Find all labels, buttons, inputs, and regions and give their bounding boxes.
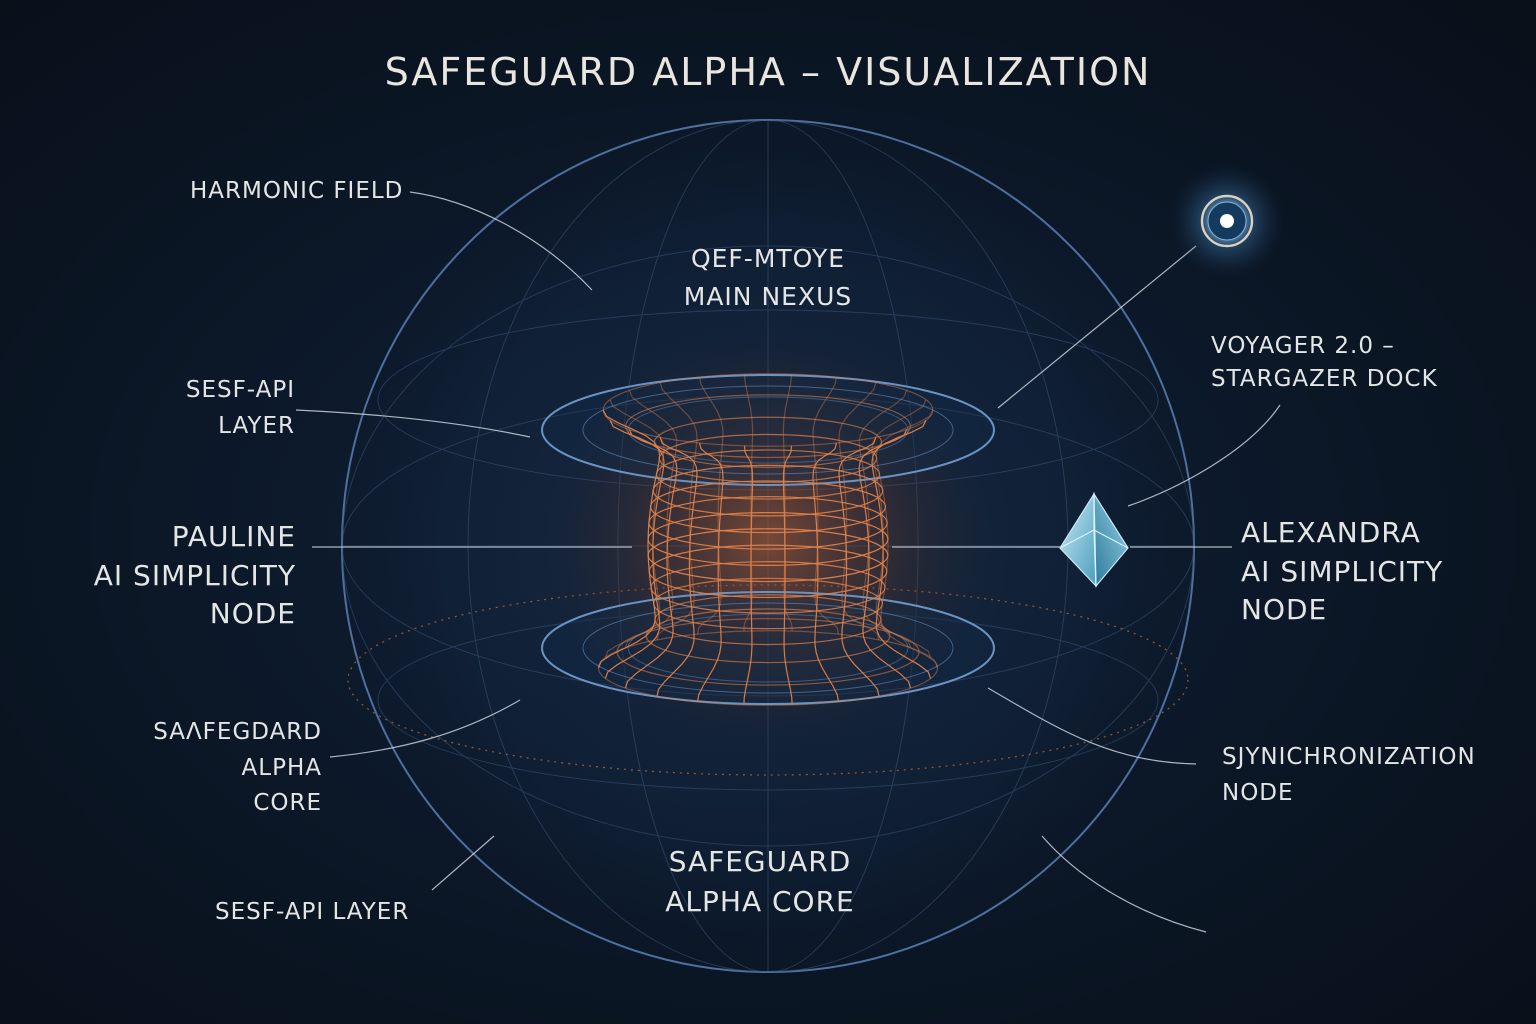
leader-lower-right: [1041, 835, 1207, 933]
upper-api-disc: [541, 374, 995, 486]
leader-beacon: [997, 245, 1197, 409]
core-meridian: [858, 390, 912, 648]
label-sesf-api-layer-upper: SESF-API LAYER: [185, 377, 295, 439]
label-sesf-api-layer-lower: SESF-API LAYER: [215, 899, 410, 925]
leader-harmonic-field: [409, 191, 593, 291]
label-harmonic-field: HARMONIC FIELD: [190, 178, 404, 204]
core-meridian: [875, 409, 939, 669]
core-meridian: [743, 374, 754, 632]
core-meridian: [782, 374, 793, 632]
label-alexandra-node: ALEXANDRA AI SIMPLICITY NODE: [1241, 516, 1444, 627]
voyager-beacon-icon: [1169, 163, 1285, 279]
core-meridian: [838, 382, 880, 640]
core-meridian: [656, 437, 698, 697]
core-meridian: [871, 399, 932, 658]
core-meridian: [812, 376, 839, 635]
core-meridian: [812, 442, 839, 702]
core-meridian: [624, 429, 678, 689]
label-safegard-alpha-core-left: SAΛFEGDARD ALPHA CORE: [153, 719, 322, 817]
label-main-nexus: QEF-MTOYE MAIN NEXUS: [683, 244, 853, 311]
label-synchronization-node: SJYNICHRONIZATION NODE: [1222, 744, 1476, 806]
core-meridian: [697, 376, 724, 635]
core-meridian: [871, 419, 932, 679]
label-safeguard-alpha-core-bottom: SAFEGUARD ALPHA CORE: [665, 845, 855, 918]
safeguard-alpha-core-wireframe: [597, 373, 939, 706]
core-meridian: [624, 390, 678, 648]
core-meridian: [782, 445, 793, 705]
core-meridian: [604, 419, 665, 679]
core-meridian: [838, 437, 880, 697]
core-meridian: [597, 409, 661, 669]
leader-sync-node: [987, 687, 1197, 765]
core-meridian: [858, 429, 912, 689]
label-voyager-dock: VOYAGER 2.0 – STARGAZER DOCK: [1211, 333, 1438, 393]
octahedron-crystal-icon: [1059, 491, 1129, 588]
core-meridian: [743, 445, 754, 705]
core-meridian: [604, 399, 665, 658]
diagram-title: SAFEGUARD ALPHA – VISUALIZATION: [384, 50, 1152, 94]
core-meridian: [697, 442, 724, 702]
core-meridian: [656, 382, 698, 640]
leader-safegard-core: [329, 699, 521, 758]
label-pauline-node: PAULINE AI SIMPLICITY NODE: [93, 520, 296, 631]
leader-lines: [295, 191, 1281, 933]
leader-voyager: [1127, 404, 1281, 507]
leader-sesf-api-lower: [431, 835, 495, 891]
leader-sesf-api-upper: [295, 409, 531, 438]
